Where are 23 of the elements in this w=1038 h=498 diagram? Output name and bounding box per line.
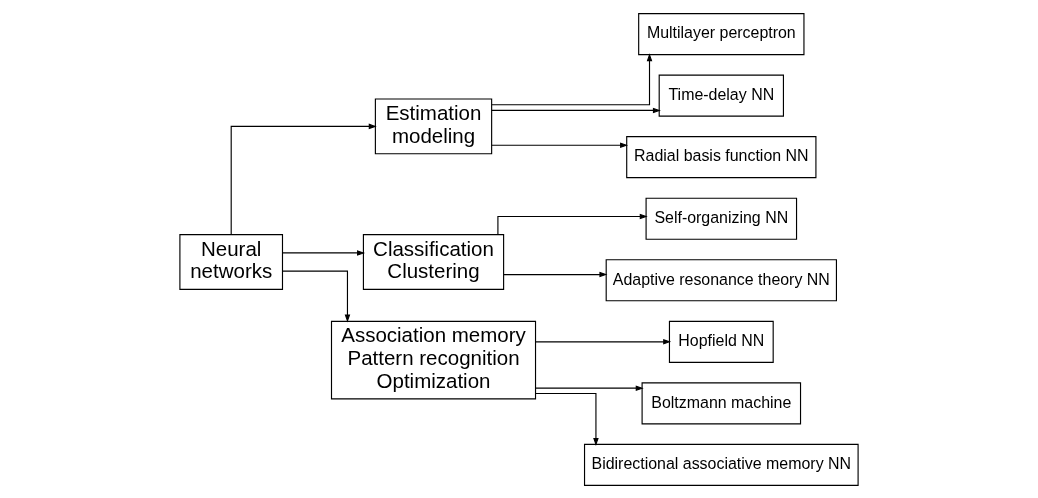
node-box: Hopfield NN [668,320,774,363]
arrow [535,338,672,345]
node-box: Boltzmann machine [641,381,802,424]
node-box: Radial basis function NN [626,135,817,178]
node-box: Estimation modeling [374,98,493,154]
arrow [491,52,653,105]
node-box: Time-delay NN [658,74,784,117]
arrow [535,384,644,391]
arrow [497,213,648,235]
node-box: Neural networks [179,233,284,290]
arrow [282,249,366,256]
arrow [535,392,599,446]
node-box: Self-organizing NN [645,197,798,240]
node-box: Adaptive resonance theory NN [605,258,837,301]
node-box: Classification Clustering [362,233,505,290]
node-box: Bidirectional associative memory NN [583,443,859,486]
node-box: Association memory Pattern recognition Optimization [330,320,537,399]
arrow [491,107,661,113]
arrow [230,123,377,235]
arrow [503,271,608,277]
arrow [281,270,351,323]
arrow [491,141,629,148]
node-box: Multilayer perceptron [638,12,805,55]
